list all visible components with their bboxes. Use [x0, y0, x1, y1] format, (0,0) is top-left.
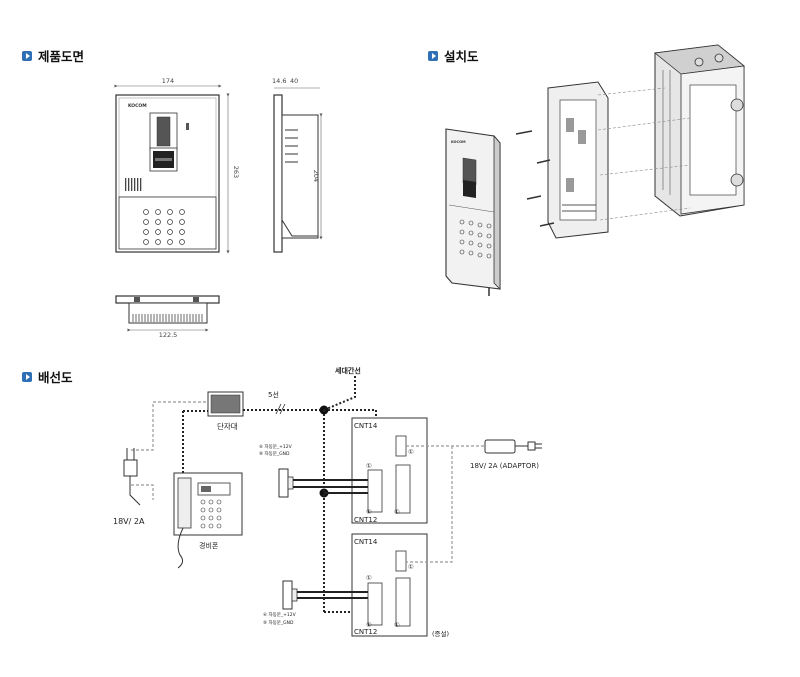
dim-height: 263	[232, 166, 240, 178]
wiring-diagram: 세대간선 단자대 5선 18V/ 2A	[113, 366, 542, 638]
side-view: 14.6 40 204	[272, 77, 323, 253]
section-title: 설치도	[444, 49, 479, 64]
board2-cnt14: CNT14	[354, 538, 378, 546]
pin-marker: ①	[366, 621, 372, 629]
brand-logo-iso: KOCOM	[451, 140, 466, 144]
pin-marker: ①	[394, 621, 400, 629]
back-box	[654, 44, 745, 217]
front-view: 174 KOCOM 263	[114, 77, 240, 254]
pin-marker: ①	[394, 508, 400, 516]
door-lock-1	[278, 468, 368, 498]
guard-phone-label: 경비폰	[199, 541, 219, 550]
control-board-1: CNT14 CNT12 ① ① ① ①	[351, 417, 428, 524]
arrow-bullet-icon	[22, 371, 32, 382]
extension-label: (증설)	[432, 630, 449, 638]
power-plug-left	[123, 448, 141, 506]
board1-cnt12: CNT12	[354, 516, 377, 524]
section-title: 배선도	[38, 370, 73, 385]
pin-marker: ①	[366, 574, 372, 582]
pin-marker: ①	[408, 448, 414, 456]
board2-cnt12: CNT12	[354, 628, 377, 636]
power-adaptor-right	[484, 439, 542, 454]
section-heading-wiring: 배선도	[22, 367, 73, 386]
lock1-label-b: ⑨ 자동문_GND	[259, 450, 290, 457]
installation-exploded-view: KOCOM	[445, 44, 745, 296]
control-board-2: CNT14 CNT12 ① ① ① ①	[351, 533, 428, 637]
door-lock-2	[282, 580, 368, 610]
left-power-label: 18V/ 2A	[113, 517, 145, 526]
front-panel-iso: KOCOM	[445, 128, 501, 290]
dim-depth-b: 40	[290, 77, 298, 85]
lock2-label-a: ⑥ 자동문_+12V	[263, 611, 297, 618]
five-wire-label: 5선	[268, 390, 279, 399]
dim-bottom-width: 122.5	[159, 331, 178, 339]
arrow-bullet-icon	[22, 50, 32, 61]
terminal-block-label: 단자대	[217, 421, 238, 431]
arrow-bullet-icon	[428, 50, 438, 61]
mounting-bracket	[547, 81, 609, 239]
household-line-label: 세대간선	[335, 366, 361, 375]
brand-logo: KOCOM	[128, 103, 147, 109]
lock2-label-b: ⑨ 자동문_GND	[263, 619, 294, 626]
speaker-grille	[125, 178, 142, 191]
section-title: 제품도면	[38, 49, 85, 64]
dim-depth-a: 14.6	[272, 77, 286, 85]
board1-cnt14: CNT14	[354, 422, 378, 430]
guard-phone	[173, 472, 243, 569]
keypad	[143, 209, 185, 245]
dim-width: 174	[162, 77, 174, 85]
section-heading-product-drawing: 제품도면	[22, 46, 84, 65]
adaptor-label: 18V/ 2A (ADAPTOR)	[470, 462, 539, 470]
pin-marker: ①	[366, 462, 372, 470]
dim-inner-height: 204	[312, 170, 320, 182]
section-heading-installation: 설치도	[428, 46, 479, 65]
bottom-view: 122.5	[115, 295, 220, 339]
lock1-label-a: ⑥ 자동문_+12V	[259, 443, 293, 450]
pin-marker: ①	[366, 508, 372, 516]
pin-marker: ①	[408, 563, 414, 571]
